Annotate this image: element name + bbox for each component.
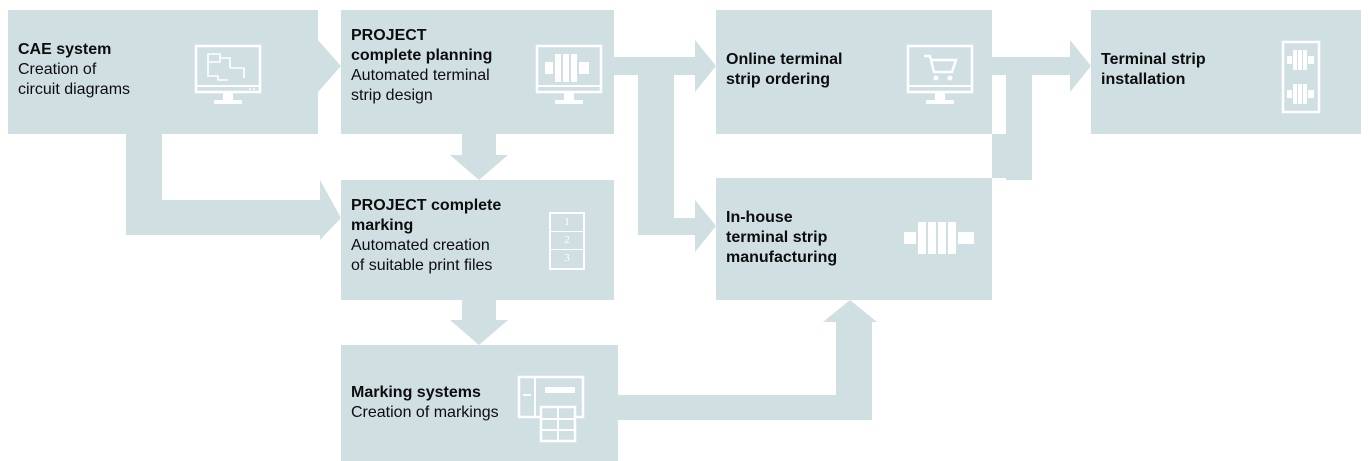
- node-cae-line-1: Creation of: [18, 61, 97, 78]
- node-cae-text: CAE system Creation of circuit diagrams: [18, 40, 130, 100]
- connector-marking-to-systems: [450, 300, 508, 345]
- node-systems-title: Marking systems: [351, 384, 481, 401]
- node-installation-text: Terminal strip installation: [1101, 50, 1206, 90]
- monitor-shopping-cart-icon: [906, 44, 974, 104]
- terminal-strip-panel-icon: [1281, 40, 1321, 114]
- node-marking-text: PROJECT complete marking Automated creat…: [351, 196, 501, 276]
- node-cae-line-2: circuit diagrams: [18, 81, 131, 98]
- node-systems-text: Marking systems Creation of markings: [351, 383, 499, 423]
- connector-systems-to-manufacturing: [618, 300, 877, 420]
- node-planning-line-2: strip design: [351, 87, 433, 104]
- node-online-ordering: Online terminal strip ordering: [716, 10, 992, 134]
- node-manufacturing-title-2: terminal strip: [726, 229, 828, 246]
- node-manufacturing-title-3: manufacturing: [726, 249, 838, 266]
- connector-planning-to-ordering: [614, 40, 716, 252]
- node-manufacturing-text: In-house terminal strip manufacturing: [726, 208, 837, 268]
- node-marking-title-1: PROJECT complete: [351, 197, 502, 214]
- node-ordering-title-2: strip ordering: [726, 71, 831, 88]
- connector-manufacturing-to-ordering-bar: [1006, 75, 1032, 180]
- node-project-marking: PROJECT complete marking Automated creat…: [341, 180, 614, 300]
- node-marking-title-2: marking: [351, 217, 414, 234]
- node-planning-line-1: Automated terminal: [351, 67, 490, 84]
- marker-number-1: 1: [551, 214, 583, 232]
- node-manufacturing-title-1: In-house: [726, 209, 793, 226]
- node-marking-line-1: Automated creation: [351, 237, 490, 254]
- connector-cae-to-marking: [126, 134, 341, 240]
- marker-number-2: 2: [551, 232, 583, 250]
- terminal-strip-icon: [904, 222, 974, 254]
- node-ordering-title-1: Online terminal: [726, 51, 843, 68]
- node-ordering-text: Online terminal strip ordering: [726, 50, 842, 90]
- marker-number-3: 3: [564, 252, 570, 264]
- connector-ordering-to-installation: [992, 40, 1091, 92]
- node-installation-title-1: Terminal strip: [1101, 51, 1206, 68]
- node-systems-line-1: Creation of markings: [351, 404, 499, 421]
- node-planning-title-1: PROJECT: [351, 27, 427, 44]
- connector-cae-to-planning: [318, 40, 341, 92]
- node-project-planning: PROJECT complete planning Automated term…: [341, 10, 614, 134]
- node-marking-line-2: of suitable print files: [351, 257, 493, 274]
- node-planning-title-2: complete planning: [351, 47, 493, 64]
- node-cae-title: CAE system: [18, 41, 112, 58]
- node-installation-title-2: installation: [1101, 71, 1186, 88]
- numbered-marker-icon: 1 2 3: [549, 212, 585, 270]
- marking-printer-icon: [517, 375, 585, 443]
- node-marking-systems: Marking systems Creation of markings: [341, 345, 618, 461]
- monitor-terminal-strip-icon: [535, 44, 603, 104]
- node-planning-text: PROJECT complete planning Automated term…: [351, 26, 492, 106]
- monitor-circuit-icon: [194, 44, 262, 104]
- node-terminal-installation: Terminal strip installation: [1091, 10, 1361, 134]
- connector-planning-to-marking: [450, 134, 508, 180]
- node-cae-system: CAE system Creation of circuit diagrams: [8, 10, 318, 134]
- node-inhouse-manufacturing: In-house terminal strip manufacturing: [716, 178, 992, 300]
